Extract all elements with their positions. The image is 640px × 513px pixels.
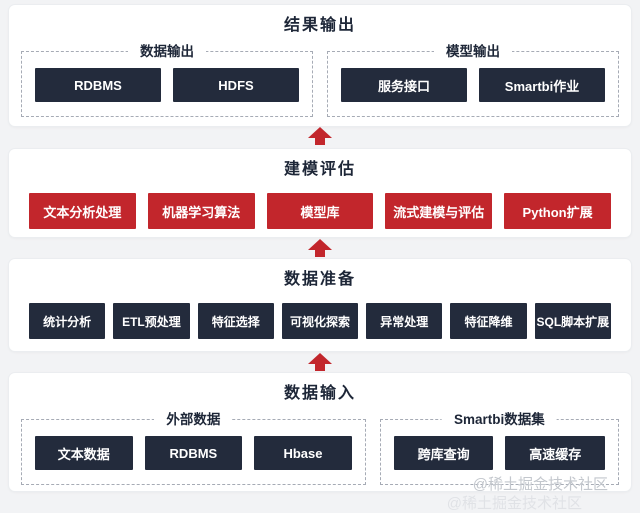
section-title-data-preparation: 数据准备 (283, 271, 356, 288)
up-arrow-stem (315, 364, 325, 371)
node-feature-selection: 特征选择 (197, 303, 274, 339)
group-buttons: 跨库查询 高速缓存 (393, 436, 606, 470)
node-smartbi-job: Smartbi作业 (479, 68, 605, 102)
up-arrow-head (308, 353, 332, 364)
group-buttons: RDBMS HDFS (35, 68, 299, 102)
group-label-external-data: 外部数据 (154, 410, 233, 429)
node-high-speed-cache: 高速缓存 (505, 436, 606, 470)
node-rdbms-input: RDBMS (144, 436, 243, 470)
node-statistical-analysis: 统计分析 (29, 303, 106, 339)
section-data-input: 数据输入 外部数据 文本数据 RDBMS Hbase Smartbi数据集 跨库… (8, 372, 632, 492)
node-sql-script-extension: SQL脚本扩展 (534, 303, 611, 339)
up-arrow-head (308, 239, 332, 250)
group-buttons: 服务接口 Smartbi作业 (341, 68, 605, 102)
node-etl-preprocessing: ETL预处理 (113, 303, 190, 339)
up-arrow-stem (315, 250, 325, 257)
section-result-output: 结果输出 数据输出 RDBMS HDFS 模型输出 服务接口 Smartbi作业 (8, 4, 632, 127)
result-output-groups: 数据输出 RDBMS HDFS 模型输出 服务接口 Smartbi作业 (9, 37, 631, 117)
section-data-preparation: 数据准备 统计分析 ETL预处理 特征选择 可视化探索 异常处理 特征降维 SQ… (8, 258, 632, 352)
data-preparation-buttons: 统计分析 ETL预处理 特征选择 可视化探索 异常处理 特征降维 SQL脚本扩展 (9, 291, 631, 339)
section-title-modeling-evaluation: 建模评估 (283, 161, 356, 178)
node-text-data: 文本数据 (35, 436, 133, 470)
up-arrow-icon (307, 127, 333, 145)
node-dimension-reduction: 特征降维 (450, 303, 527, 339)
group-external-data: 外部数据 文本数据 RDBMS Hbase (21, 410, 366, 485)
up-arrow-head (308, 127, 332, 138)
node-rdbms-output: RDBMS (35, 68, 161, 102)
up-arrow-stem (315, 138, 325, 145)
group-buttons: 文本数据 RDBMS Hbase (35, 436, 352, 470)
group-model-output: 模型输出 服务接口 Smartbi作业 (327, 42, 619, 117)
node-hdfs: HDFS (173, 68, 299, 102)
watermark-text: @稀土掘金技术社区 (472, 476, 608, 493)
section-modeling-evaluation: 建模评估 文本分析处理 机器学习算法 模型库 流式建模与评估 Python扩展 (8, 148, 632, 238)
group-smartbi-dataset: Smartbi数据集 跨库查询 高速缓存 (379, 410, 619, 485)
node-stream-modeling: 流式建模与评估 (385, 193, 493, 229)
node-visual-exploration: 可视化探索 (281, 303, 359, 339)
node-anomaly-handling: 异常处理 (366, 303, 443, 339)
section-title-data-input: 数据输入 (283, 385, 356, 402)
group-label-model-output: 模型输出 (434, 42, 512, 61)
node-text-analysis: 文本分析处理 (29, 193, 136, 229)
up-arrow-icon (307, 239, 333, 257)
node-service-interface: 服务接口 (341, 68, 467, 102)
node-cross-db-query: 跨库查询 (393, 436, 494, 470)
up-arrow-icon (307, 353, 333, 371)
group-data-output: 数据输出 RDBMS HDFS (21, 42, 313, 117)
watermark-text-faint: @稀土掘金技术社区 (446, 495, 582, 512)
node-python-extension: Python扩展 (504, 193, 611, 229)
group-label-data-output: 数据输出 (128, 42, 206, 61)
group-label-smartbi-dataset: Smartbi数据集 (442, 410, 557, 429)
node-model-library: 模型库 (266, 193, 374, 229)
node-hbase: Hbase (254, 436, 352, 470)
section-title-result-output: 结果输出 (283, 17, 356, 34)
modeling-evaluation-buttons: 文本分析处理 机器学习算法 模型库 流式建模与评估 Python扩展 (9, 181, 631, 229)
data-input-groups: 外部数据 文本数据 RDBMS Hbase Smartbi数据集 跨库查询 高速… (9, 405, 631, 485)
node-machine-learning: 机器学习算法 (147, 193, 255, 229)
